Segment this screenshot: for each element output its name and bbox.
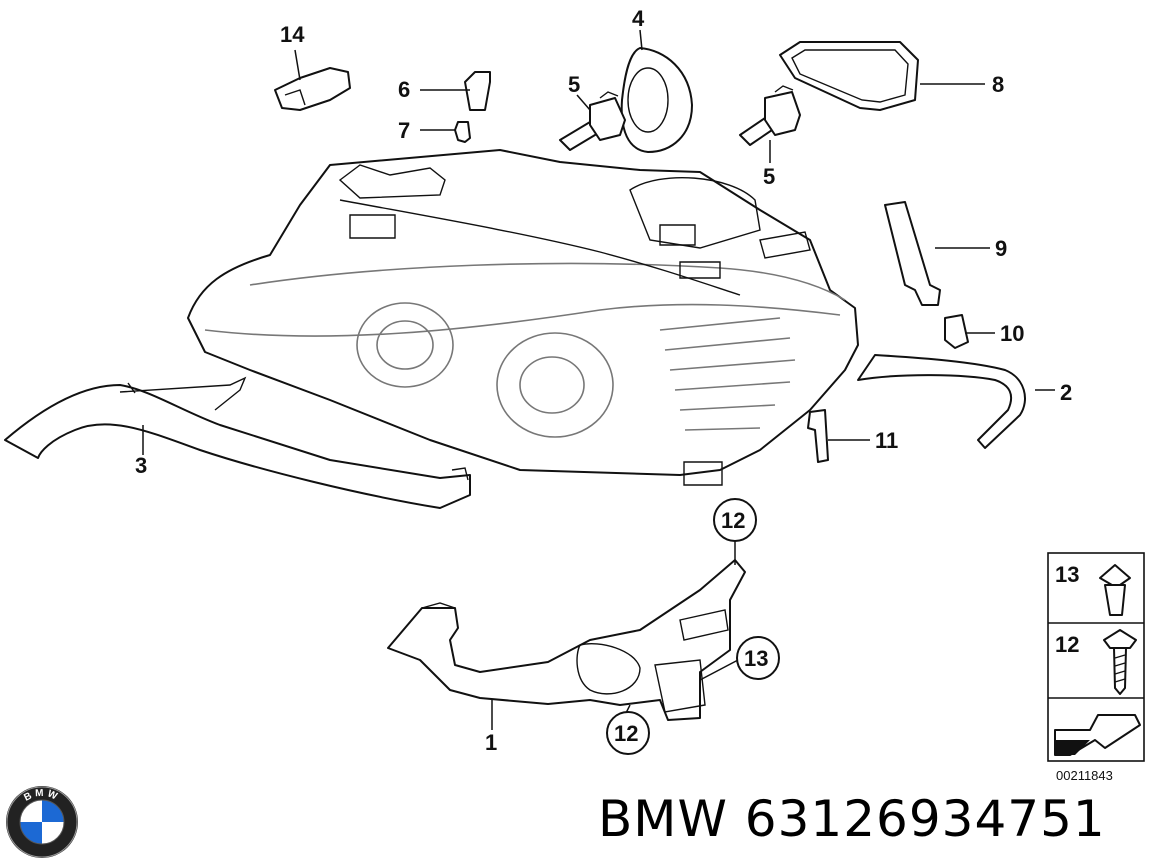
callout-10: 10 xyxy=(1000,321,1024,346)
part-number-caption: BMW 63126934751 xyxy=(598,790,1106,848)
part-10-clip xyxy=(944,314,969,349)
hardware-legend-box: 13 12 00211843 xyxy=(1047,552,1145,783)
leader-lines xyxy=(142,29,1055,730)
callout-1: 1 xyxy=(485,730,497,755)
legend-label-13: 13 xyxy=(1055,562,1079,587)
callout-8: 8 xyxy=(992,72,1004,97)
part-5-bulb-a xyxy=(559,91,626,151)
callout-9: 9 xyxy=(995,236,1007,261)
callout-labels: 14 6 7 5 4 5 8 9 10 2 11 3 1 12 13 12 xyxy=(135,6,1072,755)
callout-6: 6 xyxy=(398,77,410,102)
headlight-housing xyxy=(187,149,859,486)
part-8-gasket xyxy=(779,41,919,111)
bmw-logo: BMW xyxy=(6,786,78,858)
part-9-rod xyxy=(884,201,941,306)
callout-11: 11 xyxy=(875,428,898,453)
callout-2: 2 xyxy=(1060,380,1072,405)
svg-text:12: 12 xyxy=(721,508,745,533)
screw-icon xyxy=(1103,629,1137,695)
legend-label-12: 12 xyxy=(1055,632,1079,657)
part-3-seal-strip xyxy=(4,376,471,509)
diagram-id: 00211843 xyxy=(1056,768,1113,783)
arrow-symbol-icon xyxy=(1054,714,1141,756)
callout-13-circle: 13 xyxy=(736,636,780,680)
nut-clip-icon xyxy=(1099,564,1131,616)
part-7-small-bulb xyxy=(454,121,471,143)
callout-3: 3 xyxy=(135,453,147,478)
part-2-trim-strip xyxy=(857,354,1026,449)
svg-text:13: 13 xyxy=(744,646,768,671)
callout-14: 14 xyxy=(280,22,305,47)
part-11-clip xyxy=(807,409,829,463)
callout-4: 4 xyxy=(632,6,645,31)
part-5-bulb-b xyxy=(739,85,801,146)
callout-12-bottom: 12 xyxy=(606,711,650,755)
callout-7: 7 xyxy=(398,118,410,143)
svg-text:12: 12 xyxy=(614,721,638,746)
part-6-socket xyxy=(464,71,491,111)
callout-5b: 5 xyxy=(763,164,775,189)
part-14-adjuster xyxy=(274,67,351,111)
part-1-bracket xyxy=(387,559,746,721)
callout-5a: 5 xyxy=(568,72,580,97)
svg-text:BMW: BMW xyxy=(22,788,61,804)
part-4-cover-cap xyxy=(620,47,693,153)
callout-12-top: 12 xyxy=(713,498,757,542)
